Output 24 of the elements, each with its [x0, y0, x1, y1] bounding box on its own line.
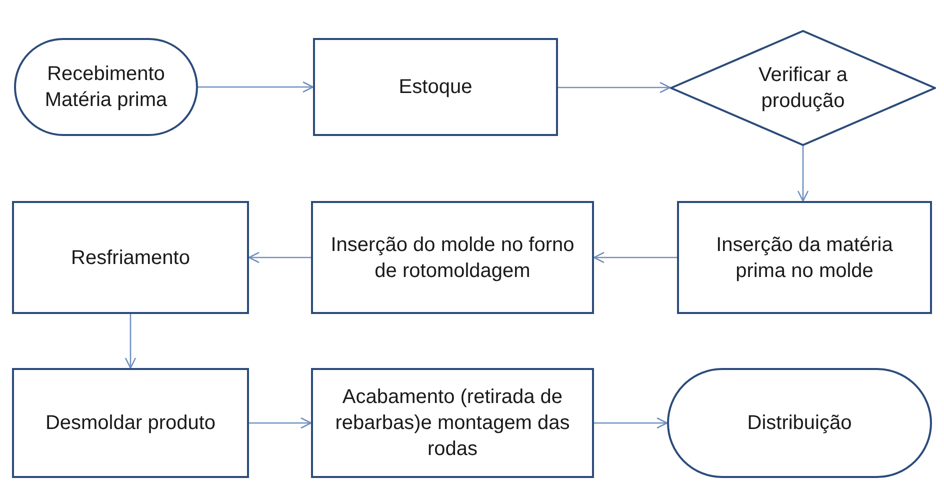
node-text: Desmoldar produto [44, 411, 217, 436]
arrow [593, 252, 677, 264]
arrow [594, 417, 668, 429]
arrow [198, 81, 314, 93]
process-box [311, 201, 594, 314]
node-text: Distribuição [746, 411, 853, 436]
arrow [558, 82, 671, 94]
decision-diamond [670, 30, 936, 146]
node-text: Resfriamento [70, 246, 191, 270]
node-text: Inserção da matéria prima no molde [715, 232, 894, 284]
process-box [313, 38, 558, 136]
node-text: Acabamento (retirada de rebarbas)e montagem das rodas [334, 385, 571, 462]
arrow [248, 252, 311, 264]
arrow [124, 314, 136, 369]
process-box [12, 368, 249, 478]
arrow [249, 417, 312, 429]
node-text: Estoque [398, 75, 474, 100]
node-text: Recebimento Matéria prima [44, 62, 168, 113]
arrow [797, 146, 809, 202]
node-text: Verificar a produção [758, 63, 848, 114]
process-box [12, 201, 249, 314]
process-box [311, 368, 594, 478]
node-text: Inserção do molde no forno de rotomoldagem [330, 232, 576, 284]
process-box [677, 201, 932, 314]
